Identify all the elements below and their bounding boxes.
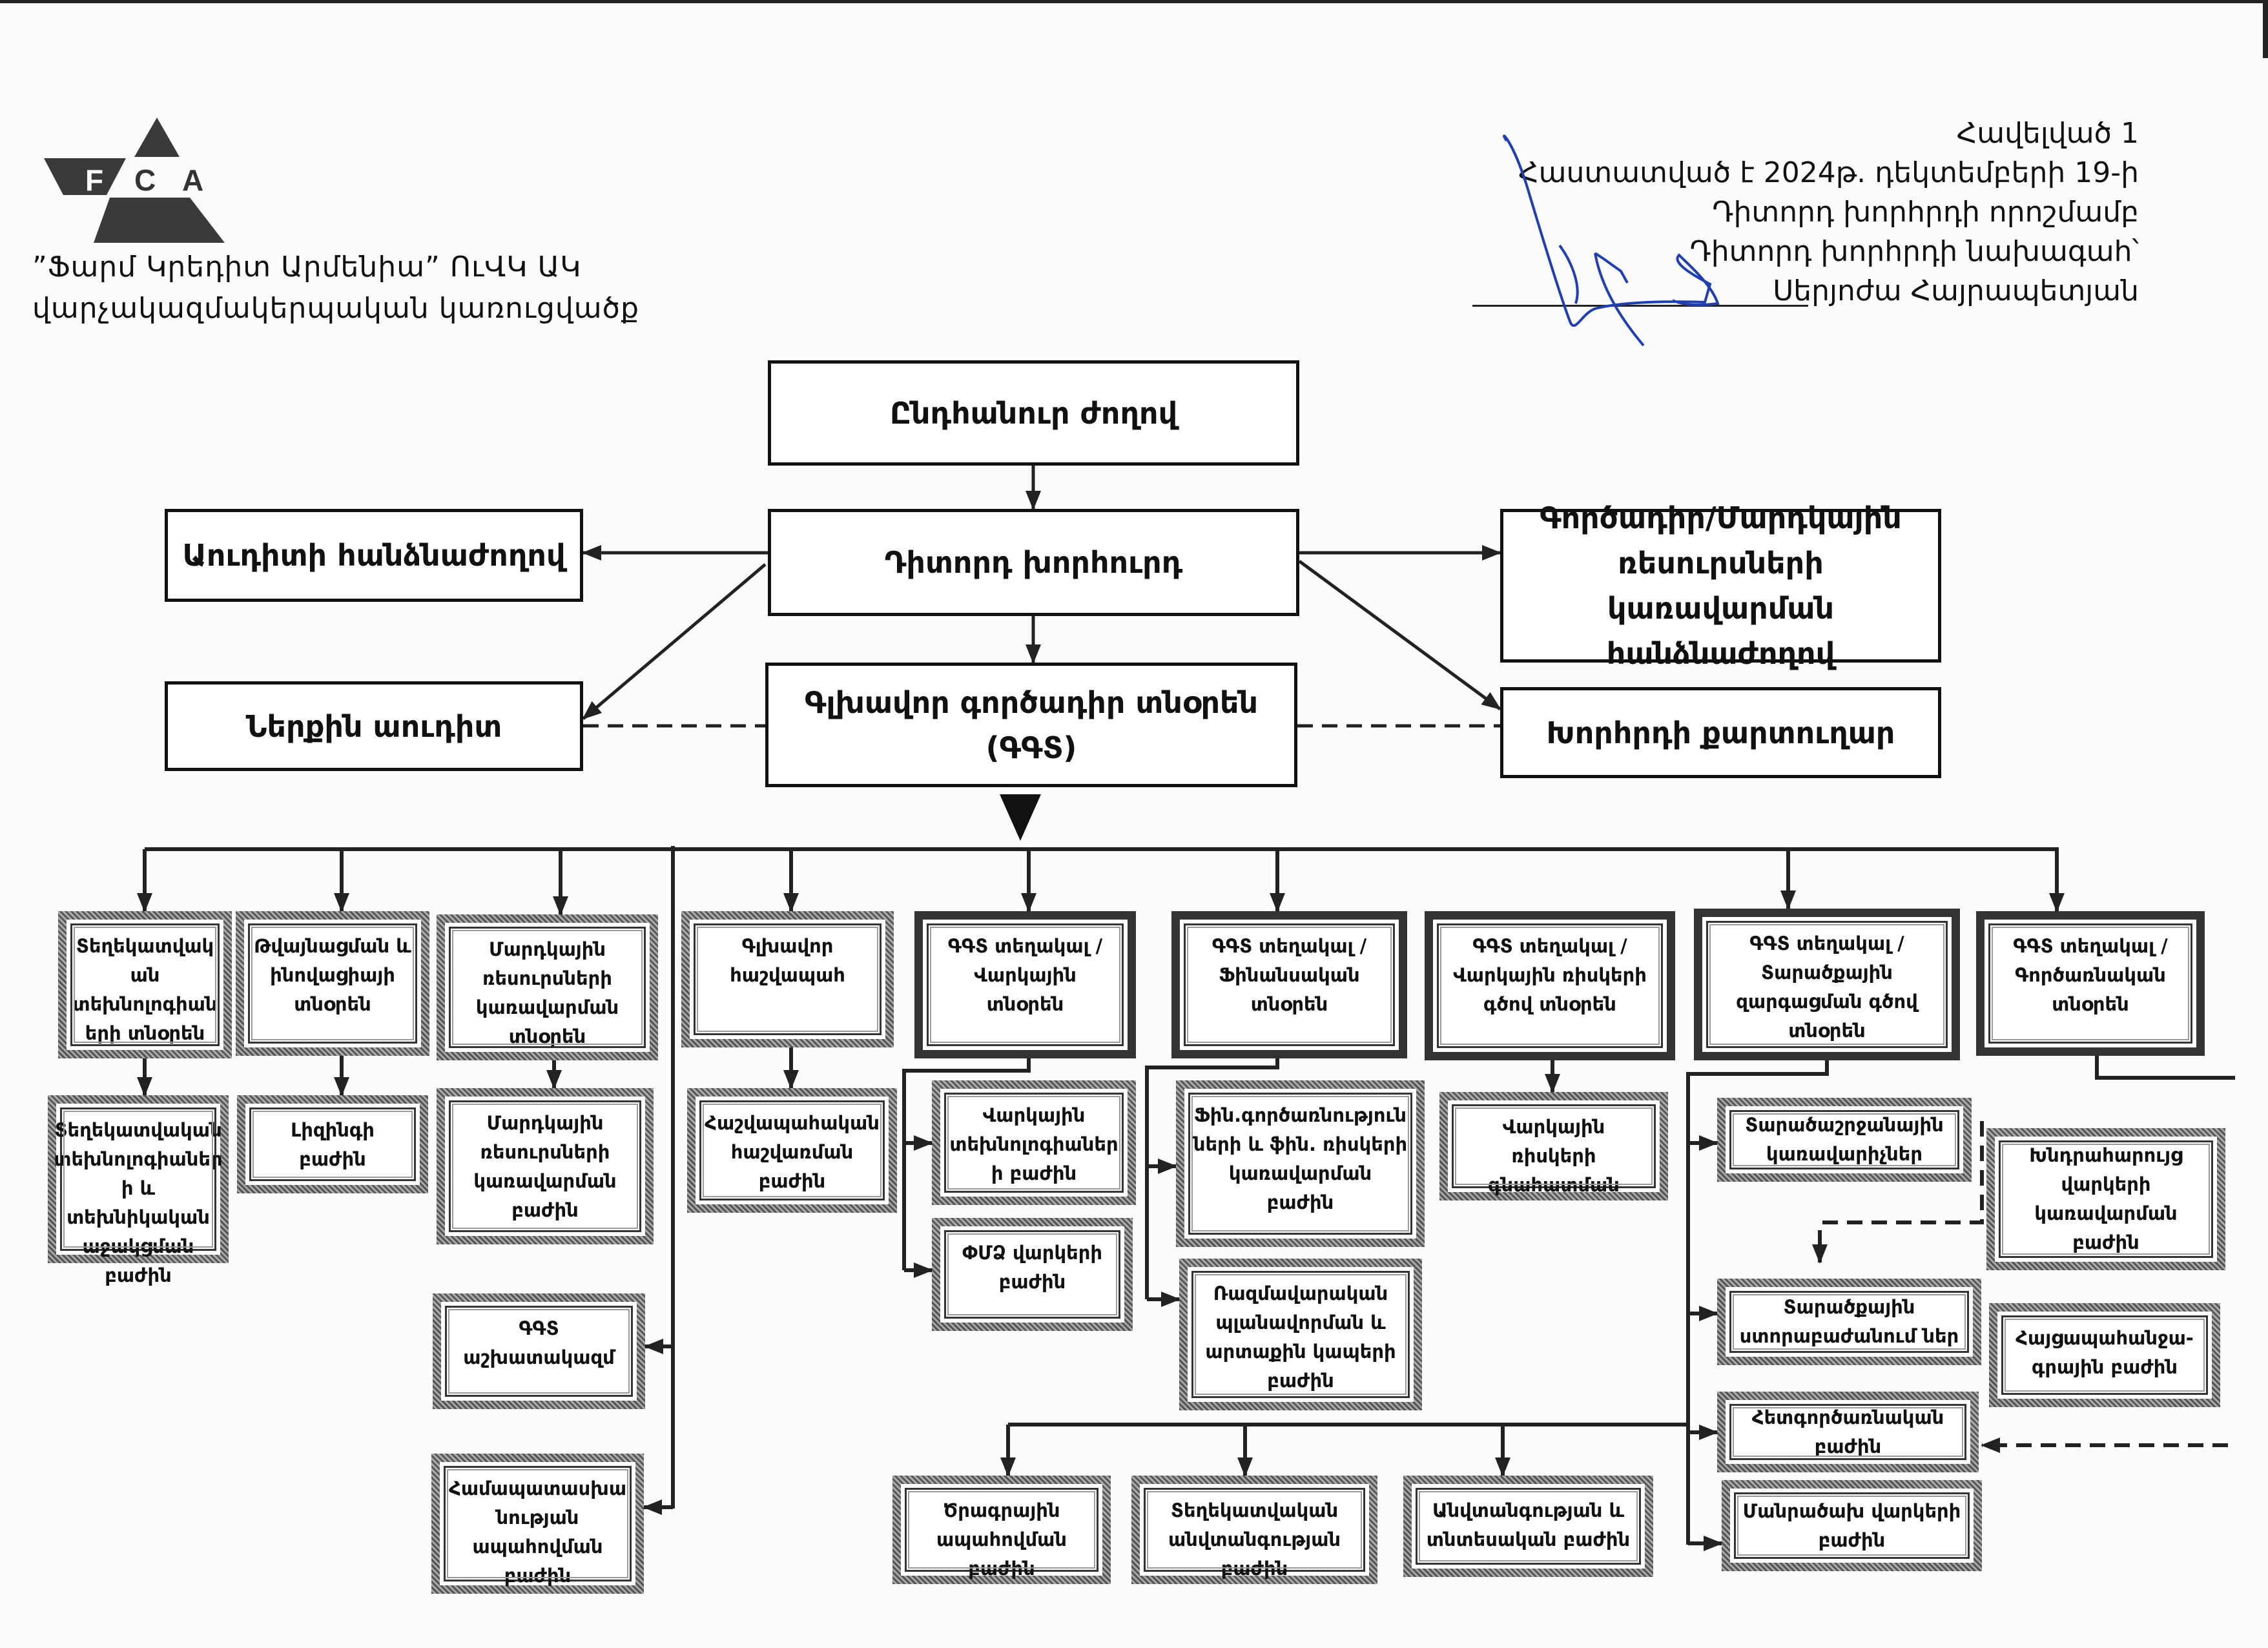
- node-label: ԳԳՏ տեղակալ / Տարածքային զարգացման գծով …: [1706, 921, 1948, 1048]
- node-ceo-staff: ԳԳՏ աշխատակազմ: [433, 1293, 645, 1409]
- node-label: Թվայնացման և ինովացիայի տնօրեն: [248, 923, 417, 1044]
- node-software-dept: Ծրագրային ապահովման բաժին: [892, 1476, 1111, 1584]
- node-label: Մանրածախ վարկերի բաժին: [1734, 1492, 1970, 1559]
- node-ceo: Գլխավոր գործադիր տնօրեն (ԳԳՏ): [765, 663, 1297, 787]
- node-deputy-regional: ԳԳՏ տեղակալ / Տարածքային զարգացման գծով …: [1694, 909, 1960, 1060]
- node-deputy-credit: ԳԳՏ տեղակալ / Վարկային տնօրեն: [914, 911, 1136, 1058]
- regional-branch: [1686, 1060, 1829, 1545]
- arrow-board-to-internal-audit: [582, 563, 767, 720]
- logo-letter-c: C: [134, 163, 156, 197]
- node-claims-dept: Հայցապահանջա- գրային բաժին: [1989, 1303, 2220, 1407]
- node-label: Ռազմավարական պլանավորման և արտաքին կապեր…: [1191, 1271, 1410, 1398]
- node-label: Տեղեկատվական անվտանգության բաժին: [1144, 1488, 1365, 1580]
- node-general-meeting: Ընդհանուր ժողով: [768, 360, 1299, 466]
- node-board-secretary: Խորհրդի քարտուղար: [1500, 687, 1941, 778]
- node-sme-loans-dept: ՓՄՁ վարկերի բաժին: [932, 1218, 1133, 1331]
- node-label: Տեղեկատվական տեխնոլոգիաներ ի և տեխնիկակա…: [54, 1107, 223, 1286]
- approval-decision: Դիտորդ խորհրդի որոշմամբ: [1712, 196, 2139, 229]
- node-problem-loans-dept: Խնդրահարույց վարկերի կառավարման բաժին: [1986, 1128, 2225, 1270]
- node-credit-tech-dept: Վարկային տեխնոլոգիաներ ի բաժին: [932, 1080, 1136, 1205]
- node-security-household-dept: Անվտանգության և տնտեսական բաժին: [1403, 1476, 1653, 1577]
- node-label: Գլխավոր հաշվապահ: [694, 923, 881, 1035]
- logo-bottom-trapezoid: [94, 198, 225, 243]
- credit-branch: [902, 1058, 1031, 1270]
- node-compliance-dept: Համապատասխա նության ապահովման բաժին: [431, 1454, 644, 1594]
- node-fin-ops-risk-dept: Ֆին.գործառնություն ների և ֆին. ռիսկերի կ…: [1176, 1080, 1425, 1247]
- logo-letter-a: A: [182, 163, 203, 197]
- node-deputy-operations: ԳԳՏ տեղակալ / Գործառնական տնօրեն: [1976, 911, 2205, 1056]
- company-name: ”Ֆարմ Կրեդիտ Արմենիա” ՈւՎԿ ԱԿ: [32, 251, 582, 283]
- logo-letter-f: F: [85, 163, 103, 197]
- node-label: Տարածաշրջանային կառավարիչներ: [1729, 1110, 1959, 1169]
- logo-left-trapezoid: [44, 158, 126, 195]
- arrow-board-to-secretary: [1298, 559, 1501, 711]
- node-label: Վարկային տեխնոլոգիաներ ի բաժին: [944, 1093, 1124, 1193]
- node-digital-director: Թվայնացման և ինովացիայի տնօրեն: [236, 911, 429, 1056]
- node-label: Հաշվապահական հաշվառման բաժին: [699, 1100, 885, 1200]
- node-supervisory-board: Դիտորդ խորհուրդ: [768, 509, 1299, 616]
- node-label: ԳԳՏ տեղակալ / Վարկային ռիսկերի գծով տնօր…: [1437, 923, 1663, 1048]
- annex-label: Հավելված 1: [1956, 117, 2139, 150]
- node-hr-dept: Մարդկային ռեսուրսների կառավարման բաժին: [437, 1088, 654, 1244]
- document-title: վարչակազմակերպական կառուցվածք: [32, 292, 640, 325]
- node-label: Վարկային ռիսկերի գնահատման: [1452, 1104, 1656, 1196]
- node-leasing-dept: Լիզինգի բաժին: [237, 1095, 428, 1193]
- node-label: Տարածքային ստորաբաժանում ներ: [1729, 1291, 1969, 1353]
- node-label: Տեղեկատվակ ան տեխնոլոգիան երի տնօրեն: [70, 923, 220, 1046]
- node-label: Հայցապահանջա- գրային բաժին: [2001, 1315, 2208, 1395]
- node-regional-units: Տարածքային ստորաբաժանում ներ: [1717, 1279, 1981, 1365]
- node-label: Ծրագրային ապահովման բաժին: [905, 1488, 1098, 1580]
- operations-branch: [2095, 1056, 2235, 1080]
- logo-top-triangle: [134, 118, 180, 157]
- node-label: Մարդկային ռեսուրսների կառավարման տնօրեն: [449, 927, 646, 1048]
- node-audit-committee: Աուդիտի հանձնաժողով: [165, 509, 583, 602]
- node-label: Լիզինգի բաժին: [249, 1107, 416, 1181]
- node-hr-director: Մարդկային ռեսուրսների կառավարման տնօրեն: [437, 914, 658, 1060]
- node-hr-committee: Գործադիր/Մարդկային ռեսուրսների կառավարմա…: [1500, 500, 1941, 671]
- scan-top-border: [0, 0, 2268, 3]
- board-chair-name: Սերյոժա Հայրապետյան: [1773, 274, 2139, 307]
- node-label: ԳԳՏ աշխատակազմ: [445, 1306, 633, 1397]
- node-label: Հետգործառնական բաժին: [1729, 1404, 1966, 1460]
- node-info-security-dept: Տեղեկատվական անվտանգության բաժին: [1131, 1476, 1377, 1584]
- node-internal-audit: Ներքին աուդիտ: [165, 681, 583, 771]
- node-label: Համապատասխա նության ապահովման բաժին: [444, 1466, 632, 1587]
- node-label: Ֆին.գործառնություն ների և ֆին. ռիսկերի կ…: [1188, 1093, 1412, 1235]
- node-regional-managers: Տարածաշրջանային կառավարիչներ: [1717, 1098, 1972, 1182]
- node-deputy-finance: ԳԳՏ տեղակալ / Ֆինանսական տնօրեն: [1171, 911, 1407, 1058]
- company-title: ”Ֆարմ Կրեդիտ Արմենիա” ՈւՎԿ ԱԿ վարչակազմա…: [32, 247, 639, 329]
- dashed-problem-loans: [1820, 1121, 1984, 1224]
- node-credit-risk-assessment: Վարկային ռիսկերի գնահատման: [1439, 1092, 1668, 1200]
- node-microloans-dept: Մանրածախ վարկերի բաժին: [1722, 1480, 1982, 1571]
- fca-logo: F C A: [44, 118, 225, 243]
- finance-branch: [1145, 1058, 1279, 1299]
- node-label: Անվտանգության և տնտեսական բաժին: [1416, 1488, 1641, 1565]
- node-it-support-dept: Տեղեկատվական տեխնոլոգիաներ ի և տեխնիկակա…: [48, 1095, 229, 1286]
- ceo-down-arrow: [1000, 794, 1041, 841]
- node-it-director: Տեղեկատվակ ան տեխնոլոգիան երի տնօրեն: [58, 911, 232, 1058]
- node-label: ԳԳՏ տեղակալ / Վարկային տնօրեն: [927, 923, 1124, 1046]
- node-deputy-credit-risk: ԳԳՏ տեղակալ / Վարկային ռիսկերի գծով տնօր…: [1425, 911, 1675, 1060]
- scan-edge: [2263, 0, 2268, 58]
- node-label: ԳԳՏ տեղակալ / Գործառնական տնօրեն: [1988, 923, 2192, 1044]
- node-accounting-dept: Հաշվապահական հաշվառման բաժին: [687, 1088, 897, 1213]
- node-strategic-dept: Ռազմավարական պլանավորման և արտաքին կապեր…: [1179, 1259, 1422, 1410]
- node-chief-accountant: Գլխավոր հաշվապահ: [681, 911, 894, 1047]
- node-label: Խնդրահարույց վարկերի կառավարման բաժին: [1999, 1140, 2213, 1258]
- node-post-operations-dept: Հետգործառնական բաժին: [1717, 1392, 1979, 1472]
- board-chair-title: Դիտորդ խորհրդի նախագահ՝: [1689, 235, 2139, 268]
- node-label: ՓՄՁ վարկերի բաժին: [944, 1230, 1120, 1319]
- node-label: ԳԳՏ տեղակալ / Ֆինանսական տնօրեն: [1184, 923, 1395, 1046]
- node-label: Մարդկային ռեսուրսների կառավարման բաժին: [449, 1100, 641, 1232]
